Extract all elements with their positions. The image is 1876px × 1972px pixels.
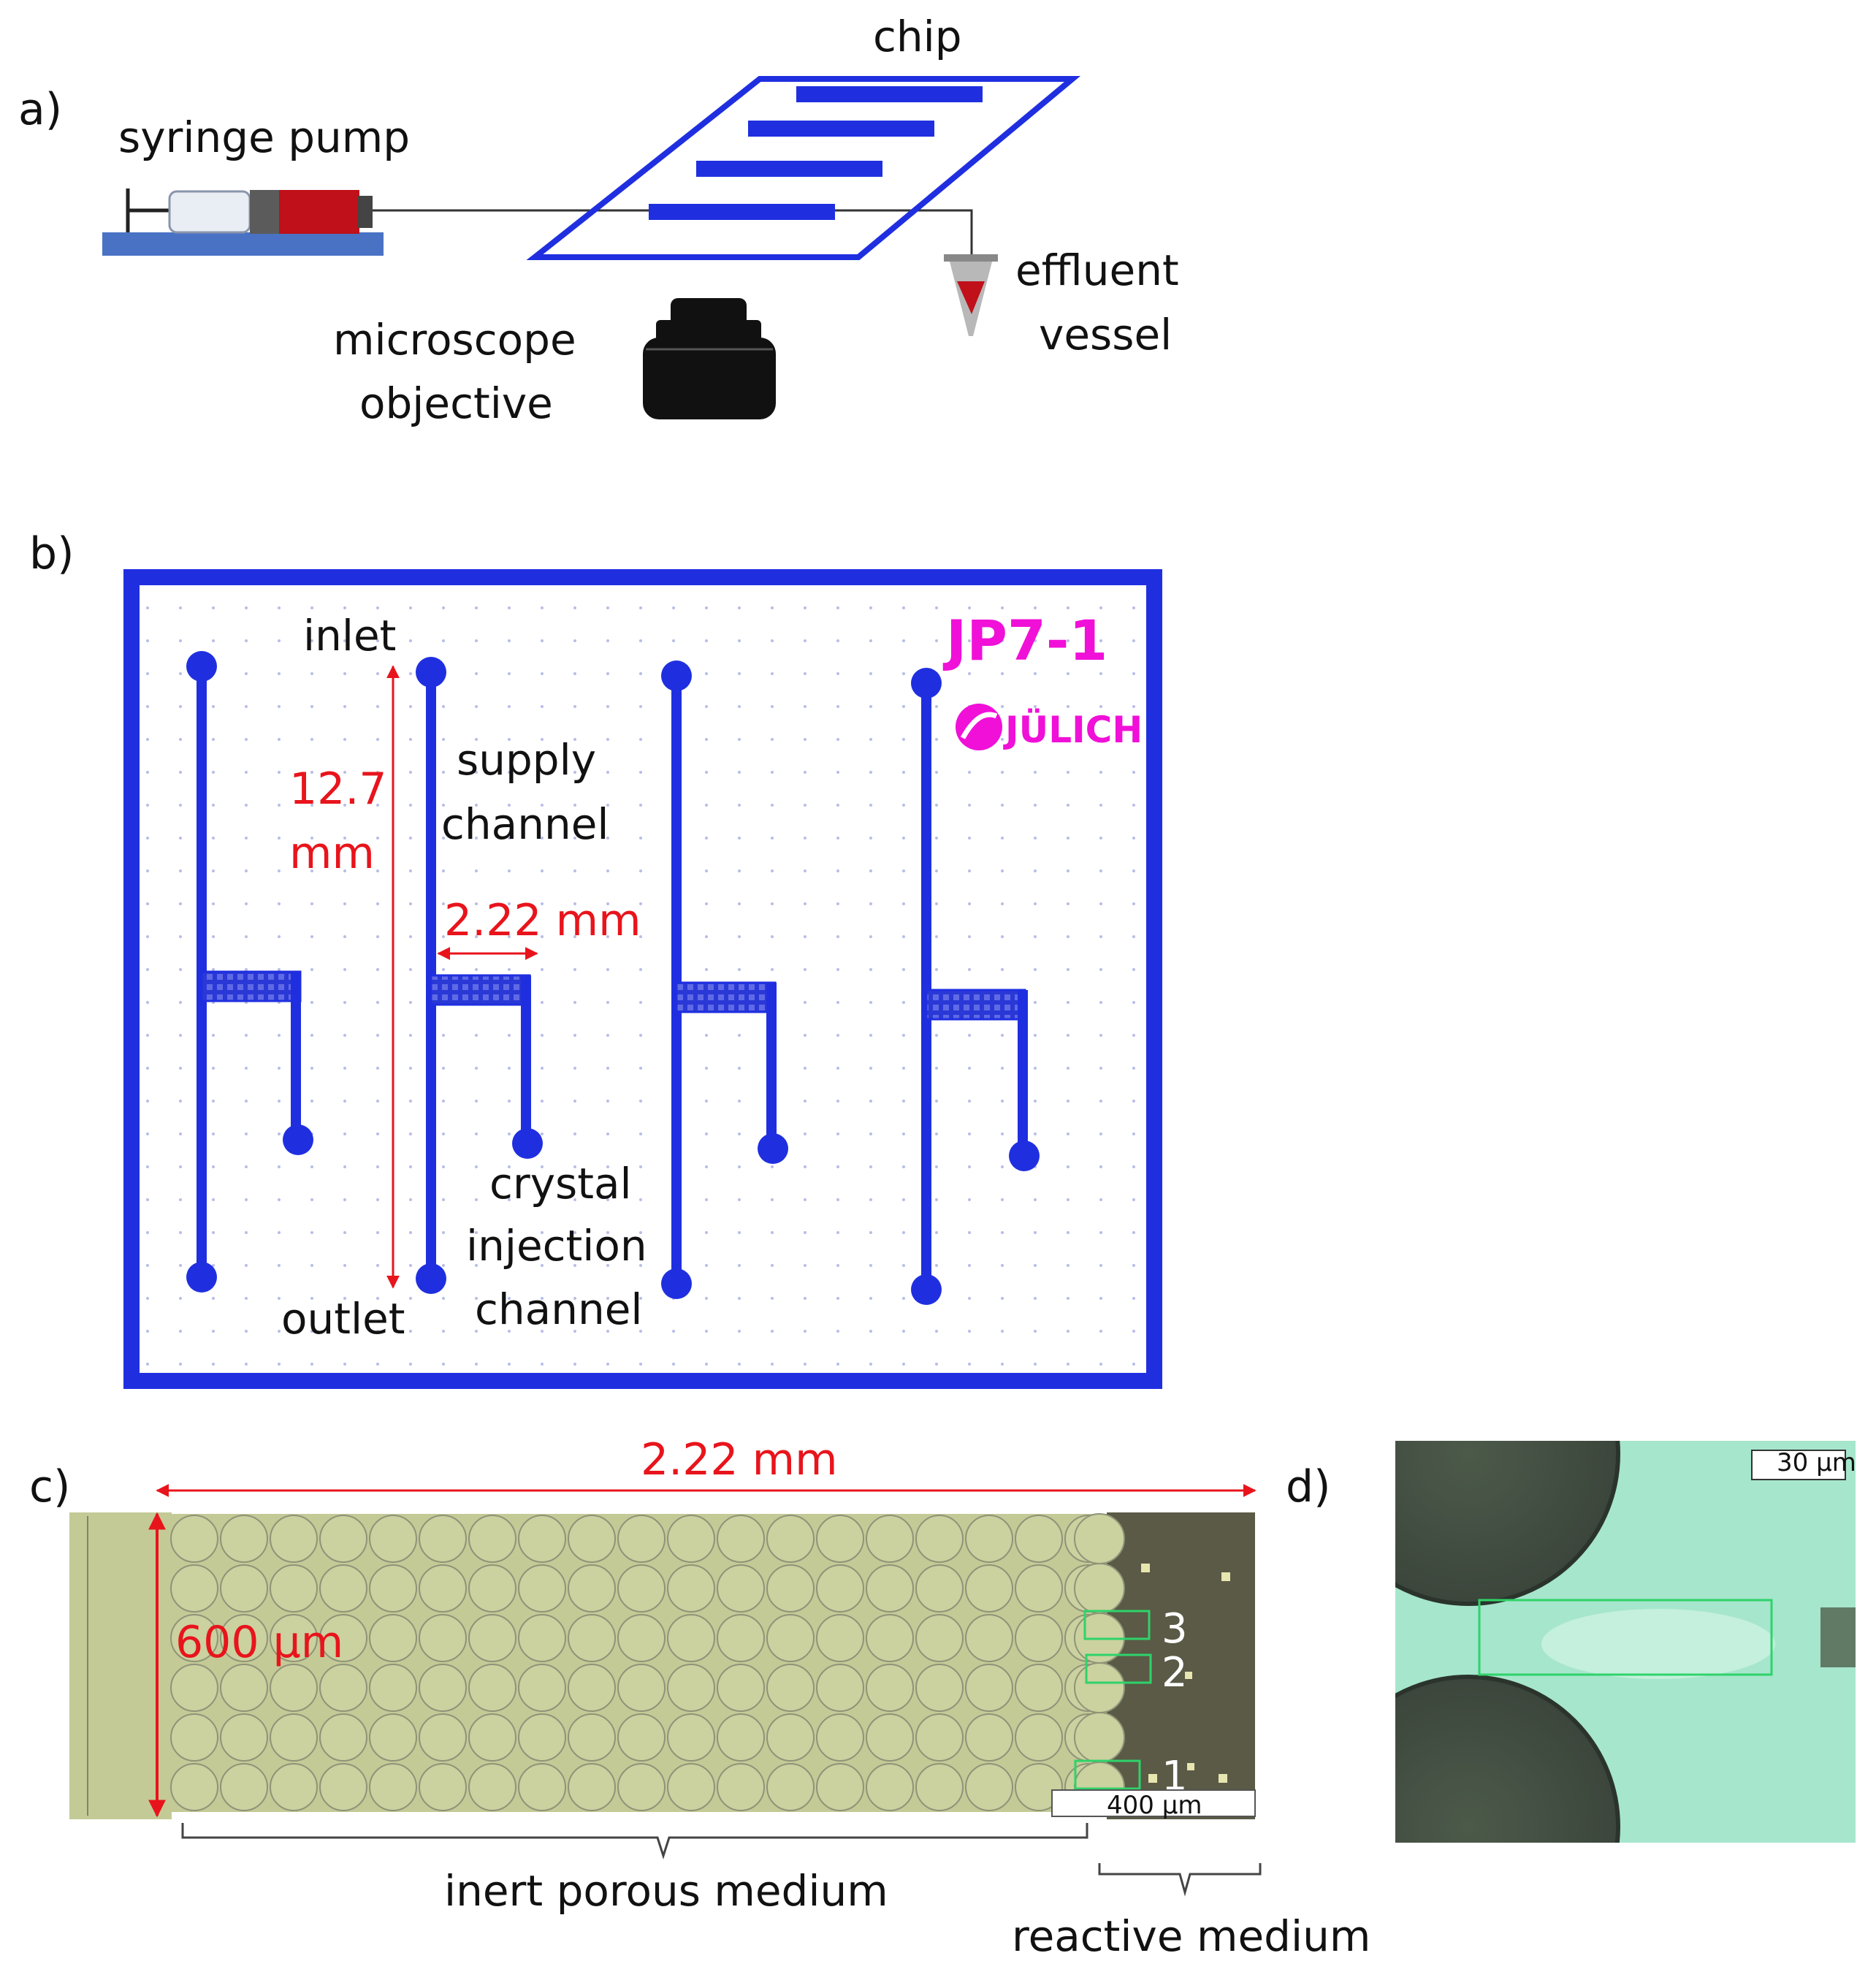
box-2-label: 2 (1162, 1649, 1188, 1697)
channel-unit-1 (186, 651, 313, 1293)
channel-unit-3 (661, 660, 788, 1299)
dark-band-d (1541, 1609, 1775, 1679)
box-3-label: 3 (1162, 1605, 1188, 1653)
panel-b: b) (29, 528, 1162, 1389)
panel-d-label: d) (1286, 1461, 1331, 1512)
panel-d: d) 30 µm (1286, 1441, 1856, 1843)
outlet-label: outlet (281, 1294, 405, 1344)
crystals (1141, 1564, 1230, 1783)
observation-box-3 (1083, 1610, 1151, 1640)
panel-c: c) 3 2 1 (29, 1434, 1370, 1961)
scale-bar-d-label: 30 µm (1777, 1448, 1856, 1477)
observation-box-1 (1074, 1759, 1141, 1790)
crystal-label-1: crystal (489, 1159, 632, 1208)
microscope-label-2: objective (359, 378, 553, 428)
supply-label-1: supply (457, 735, 596, 785)
scale-bar-d (1751, 1450, 1846, 1480)
inlet-label: inlet (303, 611, 396, 660)
syringe-pump-label: syringe pump (118, 113, 410, 162)
reactive-brace (1098, 1863, 1262, 1897)
length-unit: mm (289, 828, 375, 879)
reactive-medium (1107, 1512, 1255, 1819)
effluent-label-2: vessel (1039, 310, 1172, 359)
inert-brace (181, 1823, 1088, 1859)
tubing (373, 209, 973, 256)
scale-bar-c (1051, 1789, 1256, 1817)
panel-a-label: a) (18, 84, 62, 135)
supply-label-2: channel (441, 799, 609, 849)
effluent-vessel (944, 254, 998, 336)
panel-c-label: c) (29, 1461, 70, 1512)
microscope-label-1: microscope (333, 315, 576, 365)
grain-top-d (1395, 1441, 1620, 1606)
julich-logo-text: JÜLICH (1003, 708, 1143, 751)
effluent-label-1: effluent (1015, 245, 1179, 295)
chip (526, 76, 1081, 260)
width-label-c: 2.22 mm (641, 1434, 838, 1485)
height-label-c: 600 µm (175, 1617, 343, 1668)
crystal-label-2: injection (466, 1221, 647, 1271)
chip-id: JP7-1 (942, 608, 1107, 673)
inert-label: inert porous medium (444, 1866, 888, 1916)
panel-b-label: b) (29, 528, 75, 579)
observation-box-2 (1085, 1653, 1152, 1684)
grain-bottom-d (1395, 1675, 1620, 1843)
scale-bar-c-label: 400 µm (1107, 1791, 1202, 1820)
channel-unit-4 (911, 668, 1040, 1305)
channel-unit-2 (416, 657, 543, 1294)
chip-label: chip (873, 12, 962, 61)
crystal-d (1820, 1607, 1856, 1667)
reactive-label: reactive medium (1012, 1911, 1370, 1961)
microscope-objective (643, 298, 776, 419)
julich-logo: JÜLICH (956, 704, 1143, 751)
crystal-label-3: channel (475, 1284, 643, 1334)
length-value: 12.7 (289, 764, 387, 815)
width-label-b: 2.22 mm (444, 895, 641, 946)
syringe-pump (102, 189, 384, 256)
observation-box-d (1478, 1599, 1773, 1676)
inert-porous-medium (169, 1514, 1107, 1812)
panel-a: a) syringe pump chip eff (18, 12, 1179, 428)
